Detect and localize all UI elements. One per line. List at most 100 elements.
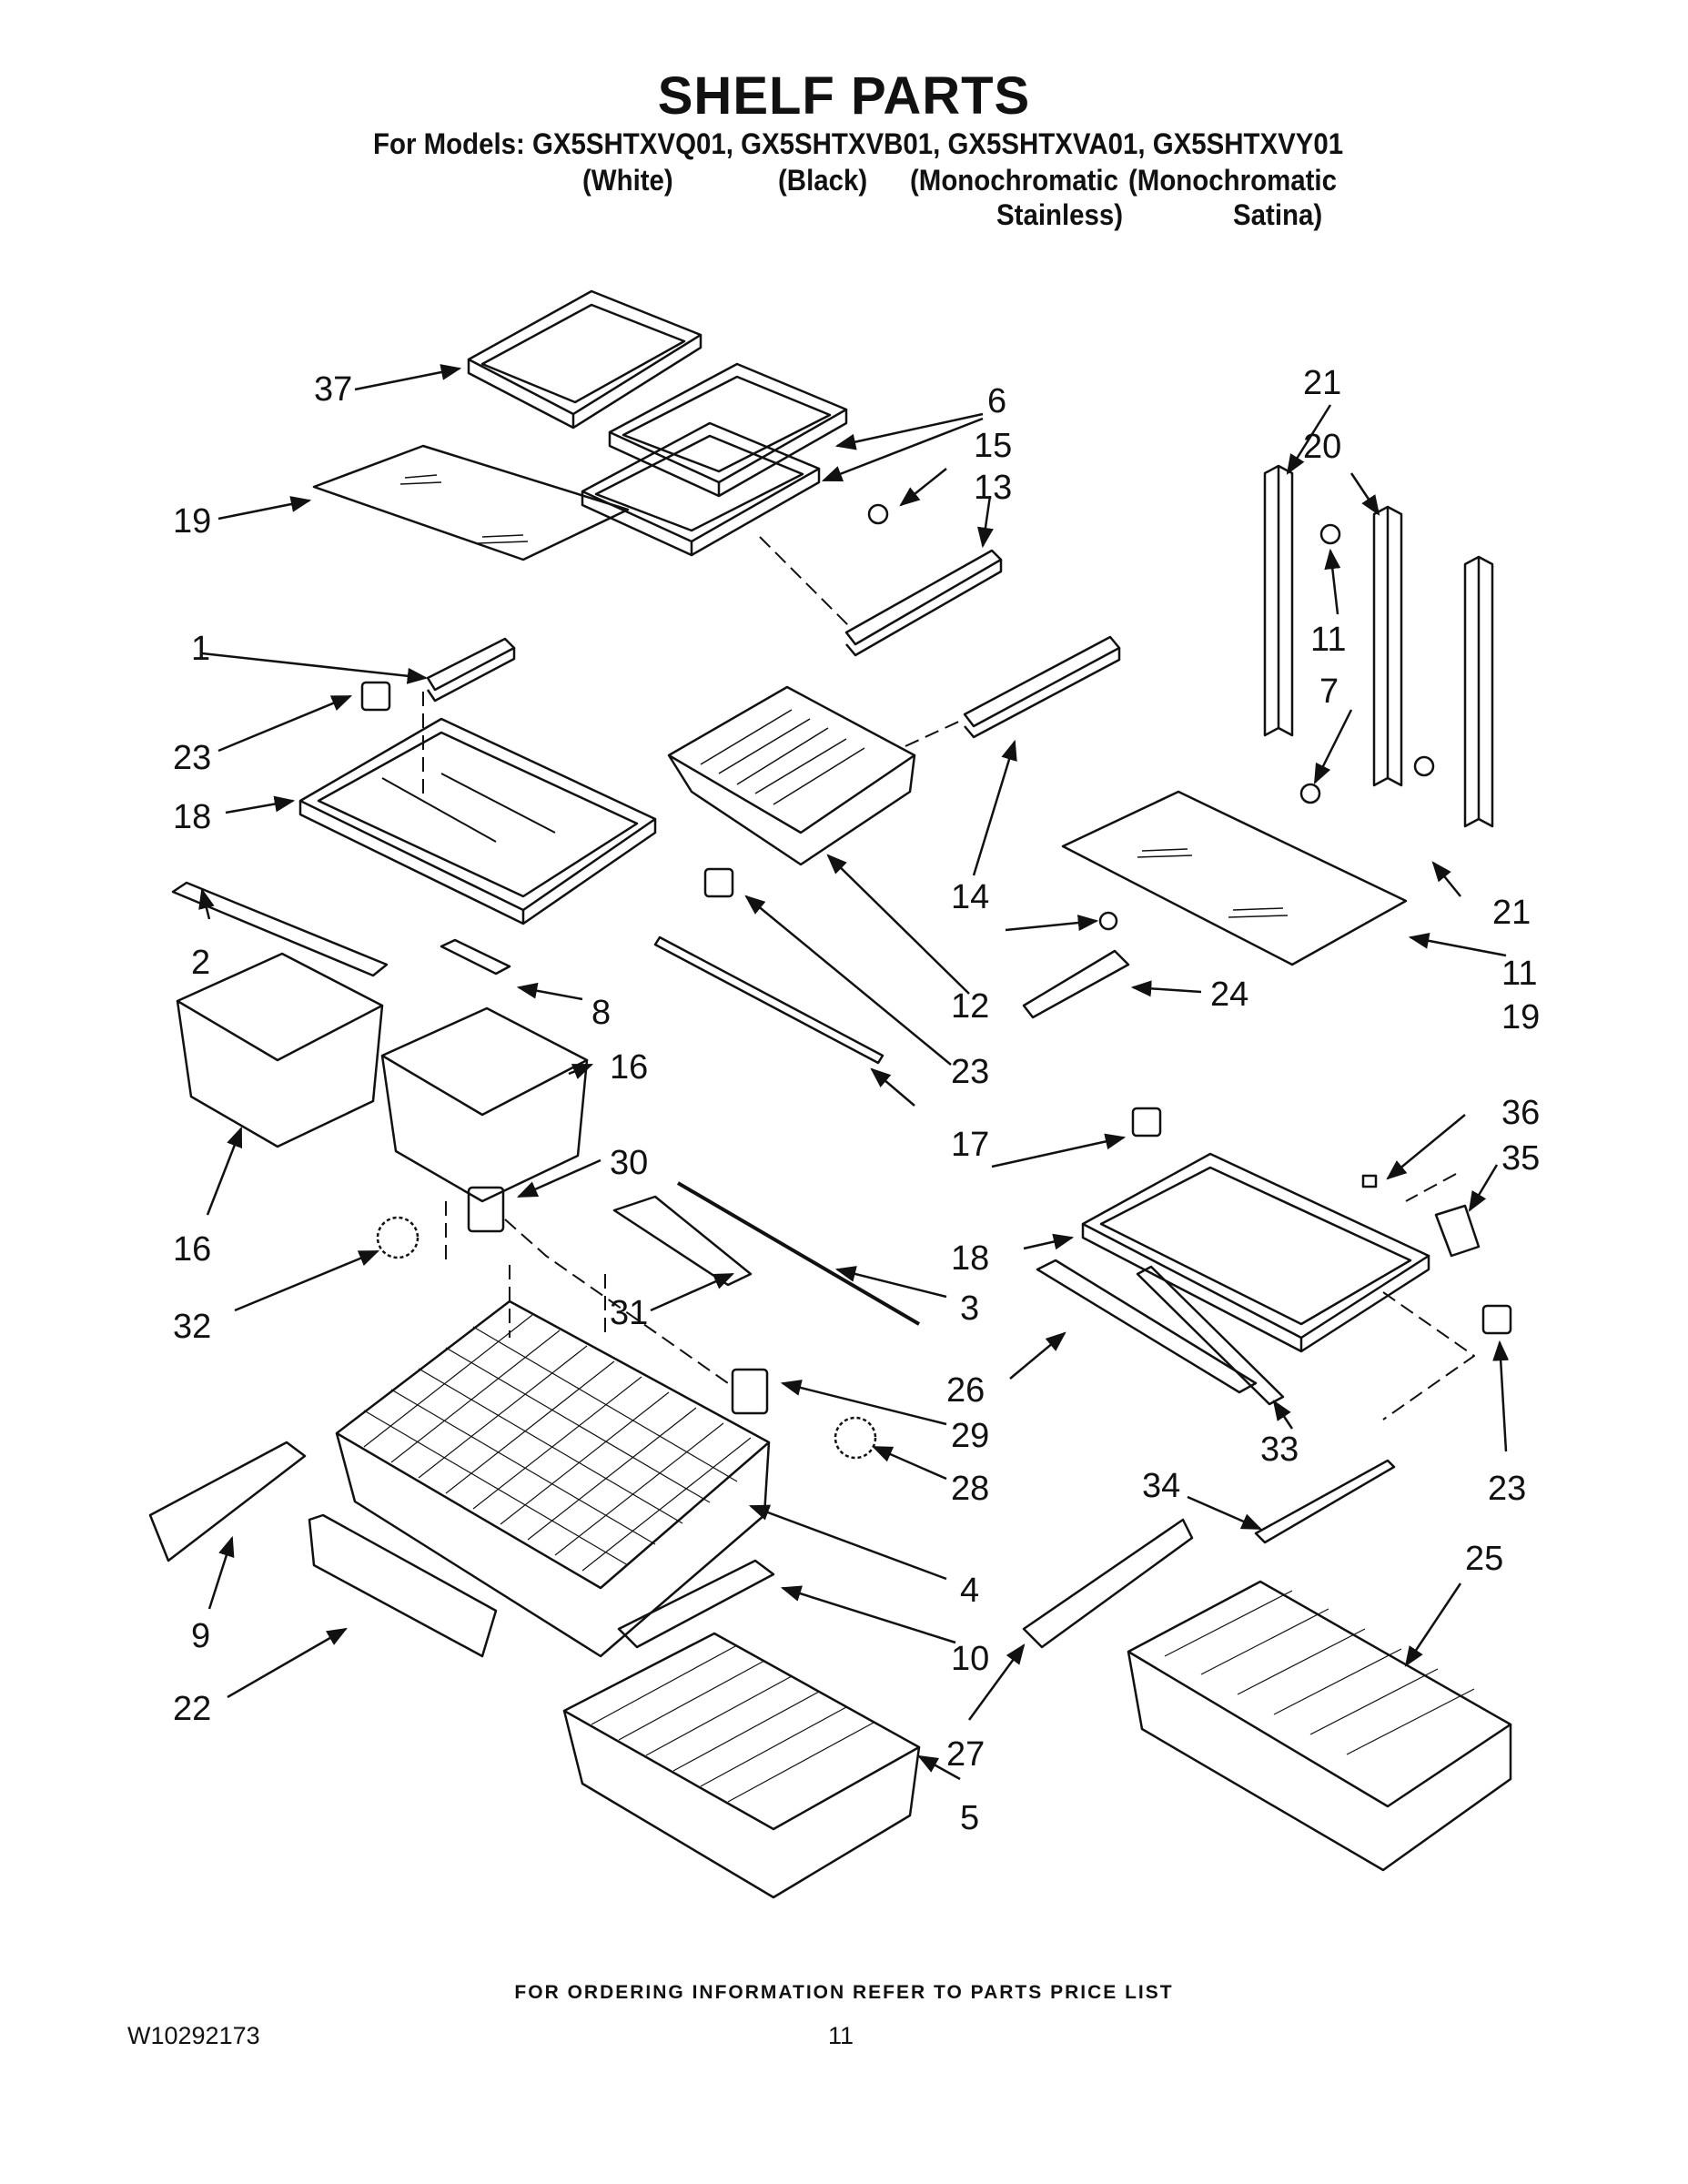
- callout-8: 8: [591, 994, 611, 1032]
- callout-36: 36: [1501, 1094, 1540, 1132]
- callout-3: 3: [960, 1289, 979, 1328]
- callout-11-upper: 11: [1310, 621, 1346, 659]
- callout-18-left: 18: [173, 798, 211, 836]
- clip-part-36: [1361, 1174, 1378, 1188]
- cover-part-27: [1022, 1518, 1194, 1649]
- callout-11-lower: 11: [1501, 955, 1537, 993]
- callout-33: 33: [1260, 1431, 1299, 1469]
- crisper-part-16-right: [380, 1006, 589, 1203]
- screw-part-11-a: [1319, 523, 1341, 545]
- variant-mono-stainless-line1: (Monochromatic: [910, 164, 1118, 197]
- models-line: For Models: GX5SHTXVQ01, GX5SHTXVB01, GX…: [373, 127, 1344, 160]
- callout-13: 13: [974, 469, 1012, 507]
- slide-rail-part-1: [426, 637, 516, 703]
- bracket-part-23-b: [703, 867, 734, 898]
- vertical-track-part-20: [1372, 505, 1403, 787]
- callout-19-right: 19: [1501, 998, 1540, 1036]
- tray-part-12: [667, 685, 916, 866]
- variant-mono-satina-line1: (Monochromatic: [1128, 164, 1337, 197]
- callout-19-left: 19: [173, 502, 211, 541]
- variant-mono-stainless-line2: Stainless): [996, 198, 1124, 231]
- callout-1: 1: [191, 630, 210, 668]
- callout-24: 24: [1210, 976, 1248, 1014]
- callout-28: 28: [951, 1470, 989, 1508]
- bracket-part-35: [1434, 1204, 1481, 1258]
- page-title: SHELF PARTS: [657, 66, 1031, 126]
- callout-5: 5: [960, 1799, 979, 1837]
- shelf-frame-part-18-left: [298, 717, 657, 925]
- callout-37: 37: [314, 370, 352, 409]
- rail-part-33: [1136, 1265, 1285, 1406]
- rod-part-17: [653, 935, 884, 1065]
- callout-26: 26: [946, 1371, 985, 1410]
- assembly-dashed-lines: [422, 536, 1475, 1421]
- callout-2: 2: [191, 944, 210, 982]
- callout-21-top: 21: [1303, 364, 1341, 402]
- callout-20: 20: [1303, 428, 1341, 466]
- callout-6: 6: [987, 382, 1006, 420]
- callout-23-lower-right: 23: [1488, 1470, 1526, 1508]
- callout-32: 32: [173, 1308, 211, 1346]
- wire-basket-part-4: [335, 1299, 771, 1658]
- crisper-part-16-left: [176, 952, 384, 1148]
- bracket-part-23-d: [1481, 1304, 1512, 1335]
- screw-part-11-c: [1098, 911, 1118, 931]
- callout-arrows: [198, 364, 1510, 1781]
- variant-black: (Black): [778, 164, 868, 197]
- shelf-frame-part-37: [467, 289, 702, 430]
- divider-part-22: [308, 1513, 498, 1658]
- callout-12: 12: [951, 987, 989, 1026]
- gear-part-32: [376, 1216, 419, 1259]
- variant-white: (White): [582, 164, 673, 197]
- callout-4: 4: [960, 1572, 979, 1610]
- callout-16-right: 16: [610, 1048, 648, 1087]
- page-number: 11: [828, 2022, 854, 2049]
- glass-shelf-part-19-left: [312, 444, 630, 561]
- glass-shelf-part-19-right: [1061, 790, 1408, 966]
- callout-17: 17: [951, 1126, 989, 1164]
- rail-part-14: [963, 635, 1121, 739]
- callout-27: 27: [946, 1735, 985, 1774]
- screw-part-15: [867, 503, 889, 525]
- document-number: W10292173: [127, 2022, 260, 2049]
- callout-16-left: 16: [173, 1230, 211, 1269]
- trim-part-2: [171, 881, 389, 977]
- callout-14: 14: [951, 878, 989, 916]
- slide-part-31: [612, 1195, 753, 1287]
- trim-part-26: [1036, 1259, 1258, 1394]
- callout-34: 34: [1142, 1467, 1180, 1505]
- callout-22: 22: [173, 1690, 211, 1728]
- shelf-frames-part-6: [581, 362, 848, 557]
- callout-35: 35: [1501, 1139, 1540, 1178]
- bracket-part-34: [1254, 1459, 1396, 1544]
- bracket-part-23-c: [1131, 1107, 1162, 1138]
- callout-21-bottom: 21: [1492, 894, 1531, 932]
- ordering-note: FOR ORDERING INFORMATION REFER TO PARTS …: [514, 1982, 1174, 2003]
- vertical-track-part-21-right: [1463, 555, 1494, 828]
- clip-part-8: [440, 938, 511, 976]
- bracket-part-29: [731, 1368, 769, 1415]
- bracket-part-24: [1022, 949, 1130, 1019]
- bracket-part-30: [467, 1186, 505, 1233]
- gear-part-28: [834, 1416, 877, 1460]
- callout-10: 10: [951, 1640, 989, 1678]
- rail-part-13: [844, 549, 1003, 657]
- vertical-track-part-21-left: [1263, 464, 1294, 737]
- callout-15: 15: [974, 427, 1012, 465]
- callout-25: 25: [1465, 1540, 1503, 1578]
- screw-part-11-b: [1413, 755, 1435, 777]
- shelf-frame-part-18-right: [1081, 1152, 1430, 1353]
- callout-23-mid: 23: [951, 1053, 989, 1091]
- callout-29: 29: [951, 1417, 989, 1455]
- divider-part-10: [617, 1559, 775, 1649]
- callout-7: 7: [1319, 672, 1339, 711]
- wire-basket-part-5: [562, 1632, 921, 1899]
- callout-18-right: 18: [951, 1239, 989, 1278]
- divider-part-9: [148, 1441, 307, 1562]
- callout-23-upper-left: 23: [173, 739, 211, 777]
- bracket-part-23-a: [360, 681, 391, 712]
- rod-part-3: [676, 1181, 921, 1326]
- callout-9: 9: [191, 1617, 210, 1655]
- callout-30: 30: [610, 1144, 648, 1182]
